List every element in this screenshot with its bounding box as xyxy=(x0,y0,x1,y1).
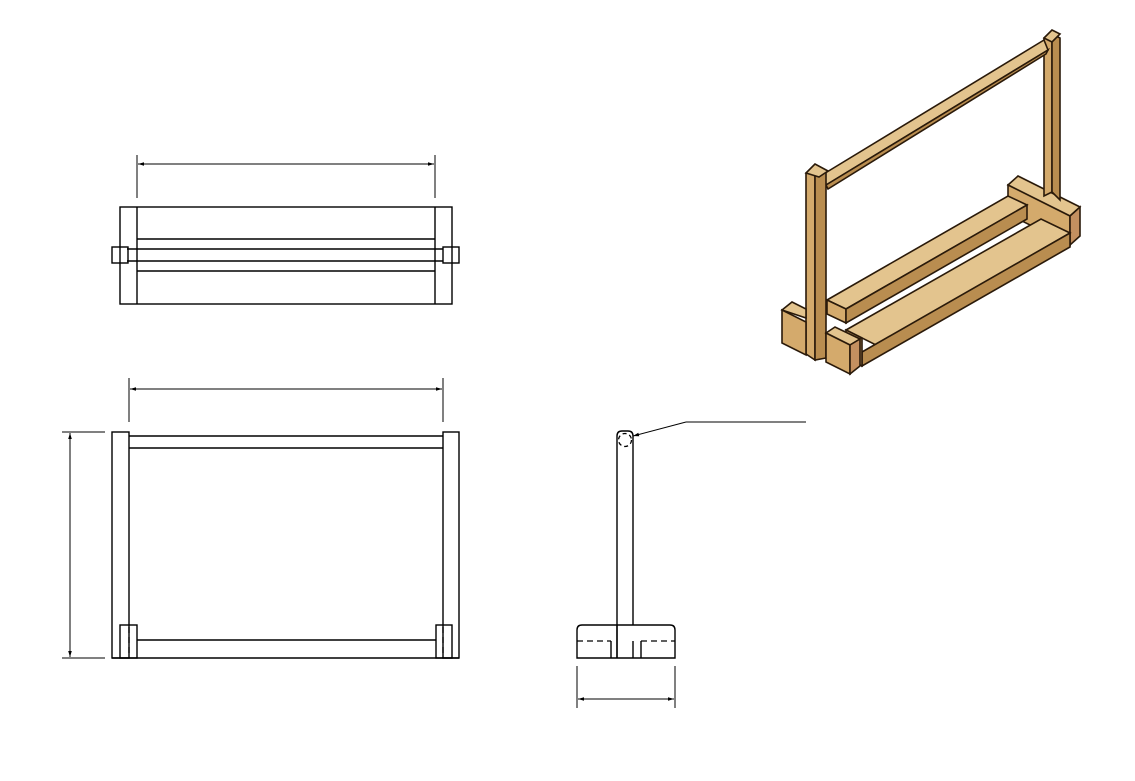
dowel-callout xyxy=(632,421,806,437)
iso-right-post xyxy=(1043,32,1053,198)
dimension-390 xyxy=(128,378,444,422)
iso-front-foot xyxy=(780,301,807,320)
dowel-hole xyxy=(617,432,633,448)
iso-top-dowel xyxy=(821,38,1049,187)
top-view-left-post xyxy=(111,246,129,264)
side-view xyxy=(576,421,806,708)
dimension-120 xyxy=(576,666,676,708)
isometric-view xyxy=(780,29,1082,376)
side-view-base xyxy=(576,624,676,659)
top-view-right-post xyxy=(442,246,460,264)
front-view xyxy=(62,378,460,659)
top-view-base-outline xyxy=(119,206,453,305)
dimension-280 xyxy=(62,431,105,659)
front-view-left-post xyxy=(111,431,130,659)
front-view-right-foot xyxy=(435,624,453,659)
dimension-370 xyxy=(136,155,436,198)
front-view-right-post xyxy=(442,431,460,659)
side-view-post xyxy=(616,430,634,658)
top-view xyxy=(111,155,460,305)
iso-left-post xyxy=(805,165,816,362)
